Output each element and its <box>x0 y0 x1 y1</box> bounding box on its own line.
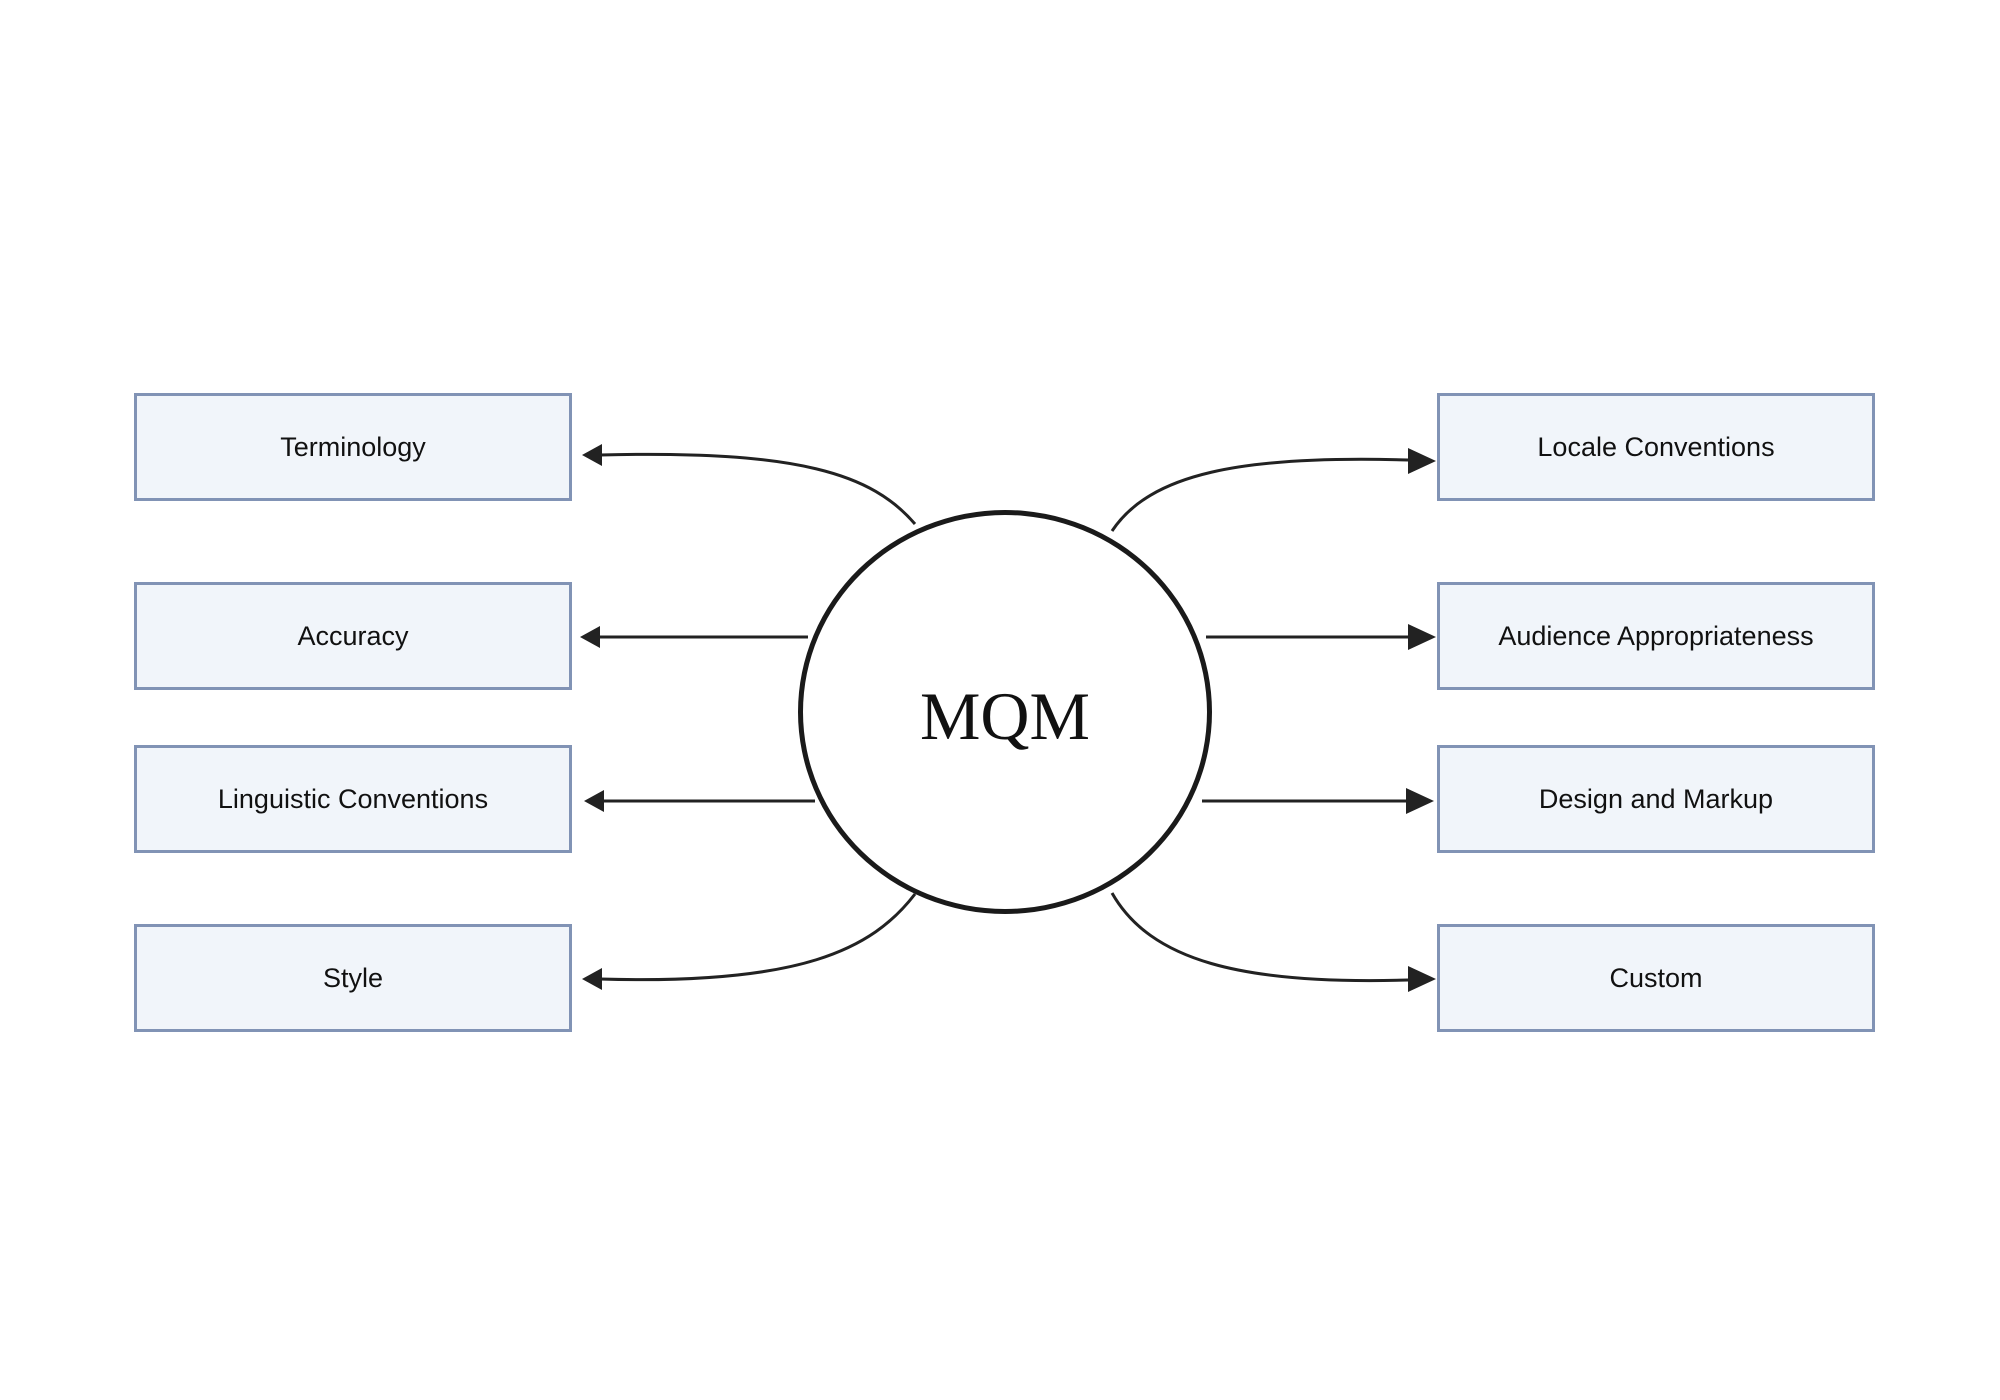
node-audience-appropriateness: Audience Appropriateness <box>1437 582 1875 690</box>
arrowhead-accuracy <box>580 626 600 648</box>
mqm-center-node: MQM <box>798 510 1212 914</box>
node-accuracy: Accuracy <box>134 582 572 690</box>
arrowhead-custom <box>1408 966 1436 992</box>
node-accuracy-label: Accuracy <box>297 620 409 651</box>
arrowhead-design-and-markup <box>1406 788 1434 814</box>
arrow-to-terminology <box>599 452 917 525</box>
arrowhead-linguistic-conventions <box>584 790 604 812</box>
arrowhead-terminology <box>582 444 602 466</box>
arrowhead-style <box>582 968 602 990</box>
node-style: Style <box>134 924 572 1032</box>
node-design-and-markup: Design and Markup <box>1437 745 1875 853</box>
node-locale-conventions-label: Locale Conventions <box>1537 431 1775 462</box>
node-linguistic-conventions-label: Linguistic Conventions <box>217 783 489 814</box>
node-custom: Custom <box>1437 924 1875 1032</box>
arrow-to-style <box>599 893 917 982</box>
node-design-and-markup-label: Design and Markup <box>1538 783 1774 814</box>
node-locale-conventions: Locale Conventions <box>1437 393 1875 501</box>
mqm-center-label: MQM <box>919 677 1091 754</box>
node-linguistic-conventions: Linguistic Conventions <box>134 745 572 853</box>
node-custom-label: Custom <box>1609 962 1703 993</box>
arrow-to-locale-conventions <box>1110 457 1409 532</box>
arrowhead-locale-conventions <box>1408 448 1436 474</box>
arrow-to-custom <box>1110 892 1409 983</box>
node-terminology-label: Terminology <box>280 431 426 462</box>
node-audience-appropriateness-label: Audience Appropriateness <box>1498 620 1814 651</box>
arrowhead-audience-appropriateness <box>1408 624 1436 650</box>
node-style-label: Style <box>322 962 384 993</box>
node-terminology: Terminology <box>134 393 572 501</box>
